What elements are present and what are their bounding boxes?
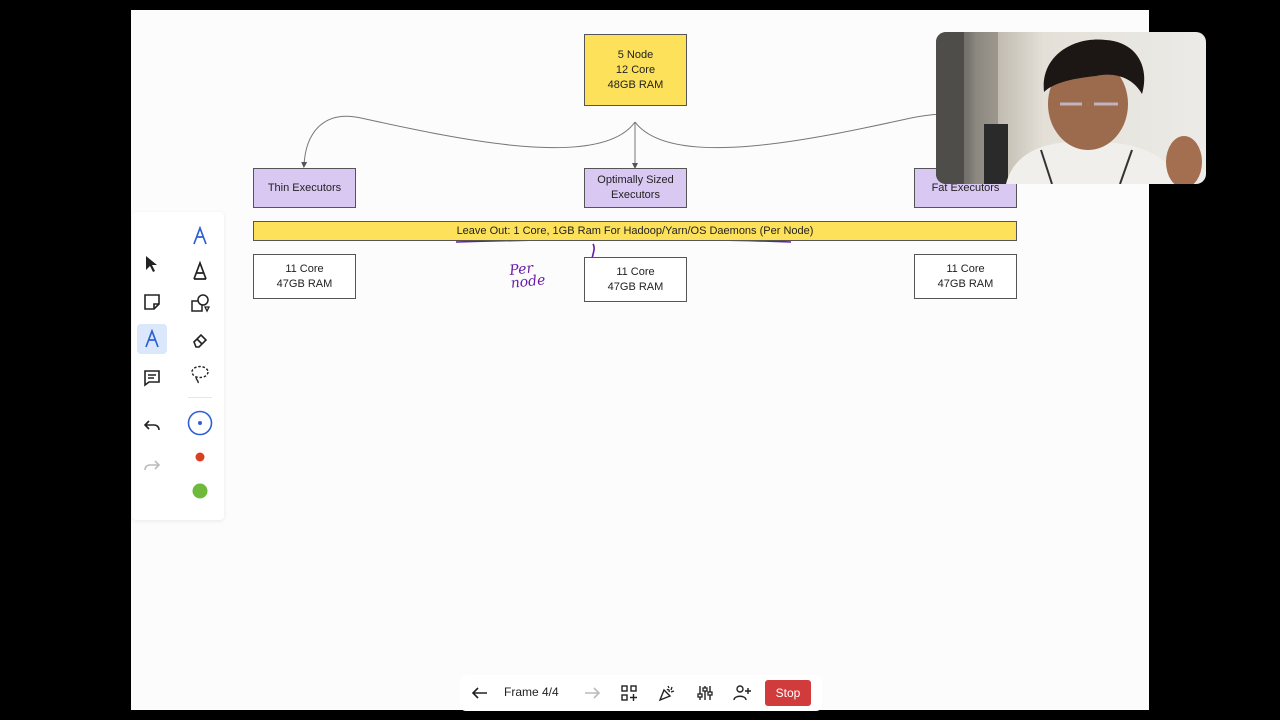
fat-result-ram: 47GB RAM [937,277,994,290]
thin-result-node[interactable]: 11 Core 47GB RAM [253,254,356,299]
comment-icon[interactable] [137,363,167,393]
frames-grid-icon[interactable] [617,681,641,705]
fat-result-cores: 11 Core [946,262,985,275]
text-pen-icon[interactable] [137,324,167,354]
pen-icon[interactable] [185,221,215,251]
settings-sliders-icon[interactable] [693,681,717,705]
green-color-swatch[interactable] [185,476,215,506]
optimal-result-cores: 11 Core [616,265,655,278]
root-node-count: 5 Node [617,48,654,61]
pointer-icon[interactable] [137,249,167,279]
highlighter-icon[interactable] [185,256,215,286]
root-node-cores: 12 Core [615,63,656,76]
eraser-icon[interactable] [185,325,215,355]
optimal-executors-node[interactable]: Optimally Sized Executors [584,168,687,208]
red-color-swatch[interactable] [185,442,215,472]
undo-icon[interactable] [137,410,167,440]
leave-out-banner-text: Leave Out: 1 Core, 1GB Ram For Hadoop/Ya… [456,224,814,237]
sticky-note-icon[interactable] [137,287,167,317]
optimal-result-ram: 47GB RAM [607,280,664,293]
thin-result-cores: 11 Core [285,262,324,275]
drawing-toolbar [132,212,224,520]
back-arrow-icon[interactable] [468,681,492,705]
follow-user-icon[interactable] [730,681,754,705]
optimal-result-node[interactable]: 11 Core 47GB RAM [584,257,687,302]
leave-out-banner[interactable]: Leave Out: 1 Core, 1GB Ram For Hadoop/Ya… [253,221,1017,241]
connector-fat [634,113,962,149]
fat-result-node[interactable]: 11 Core 47GB RAM [914,254,1017,299]
celebrate-icon[interactable] [655,681,679,705]
root-node-ram: 48GB RAM [607,78,664,91]
frame-counter: Frame 4/4 [504,685,559,699]
presenter-bar: Frame 4/4 Stop [460,675,822,711]
lasso-icon[interactable] [185,359,215,389]
connector-thin [301,115,636,168]
webcam-overlay [936,32,1206,184]
root-node[interactable]: 5 Node 12 Core 48GB RAM [584,34,687,106]
optimal-executors-label: Optimally Sized Executors [597,174,674,201]
toolbar-divider [188,397,212,398]
shapes-icon[interactable] [185,288,215,318]
fat-executors-label: Fat Executors [931,181,1000,194]
thin-executors-node[interactable]: Thin Executors [253,168,356,208]
presenter-avatar [936,32,1202,184]
forward-arrow-icon[interactable] [580,681,604,705]
blue-color-swatch[interactable] [185,408,215,438]
stop-button[interactable]: Stop [765,680,811,706]
thin-executors-label: Thin Executors [267,181,342,194]
redo-icon[interactable] [137,450,167,480]
thin-result-ram: 47GB RAM [276,277,333,290]
